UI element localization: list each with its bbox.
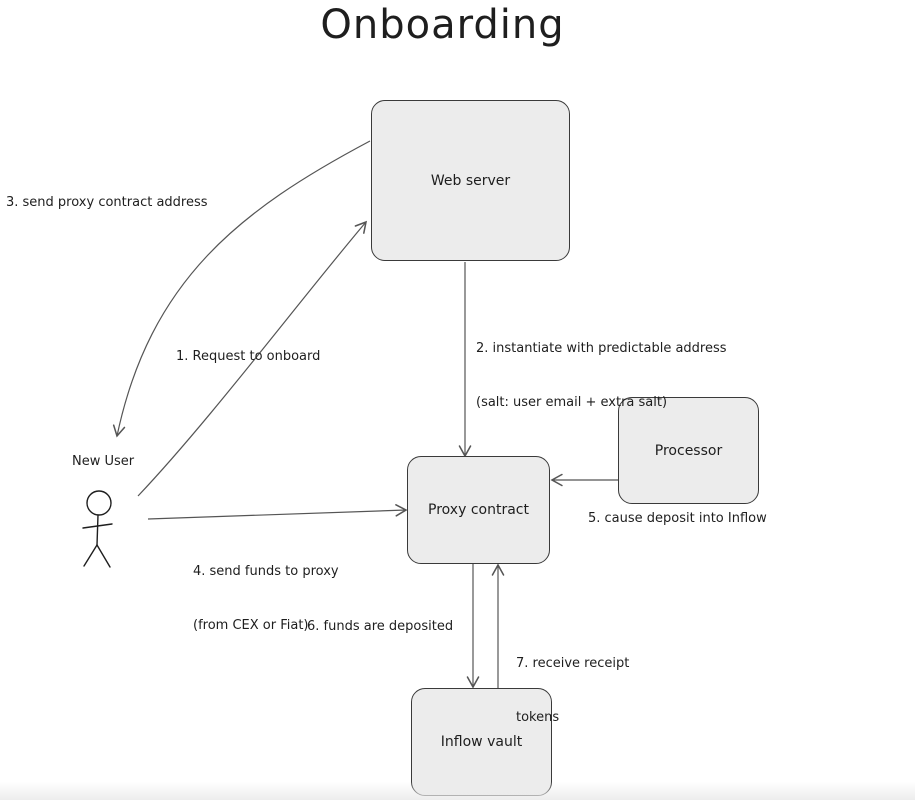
label-instantiate-line1: 2. instantiate with predictable address	[476, 341, 727, 356]
inflow-vault-label: Inflow vault	[440, 734, 523, 750]
processor-node[interactable]: Processor	[618, 397, 759, 504]
diagram-title: Onboarding	[320, 2, 565, 48]
edge-send-funds	[147, 504, 408, 520]
label-send-funds-line1: 4. send funds to proxy	[193, 564, 339, 579]
label-receive-receipt: 7. receive receipt tokens	[516, 619, 629, 763]
proxy-contract-node[interactable]: Proxy contract	[407, 456, 550, 564]
new-user-label: New User	[72, 454, 135, 469]
label-send-proxy-address: 3. send proxy contract address	[6, 195, 208, 210]
label-receive-receipt-line1: 7. receive receipt	[516, 656, 630, 671]
label-send-funds-line2: (from CEX or Fiat)	[193, 618, 309, 633]
label-instantiate: 2. instantiate with predictable address …	[476, 304, 727, 448]
web-server-label: Web server	[430, 172, 511, 189]
new-user-figure	[82, 490, 113, 568]
label-request-onboard: 1. Request to onboard	[176, 349, 321, 364]
edge-send-proxy-address	[112, 140, 371, 438]
proxy-contract-label: Proxy contract	[428, 502, 529, 518]
web-server-node[interactable]: Web server	[371, 100, 570, 261]
label-send-funds: 4. send funds to proxy (from CEX or Fiat…	[193, 527, 339, 671]
label-funds-deposited: 6. funds are deposited	[307, 619, 454, 634]
processor-label: Processor	[654, 442, 723, 459]
label-receive-receipt-line2: tokens	[516, 710, 560, 725]
label-cause-deposit: 5. cause deposit into Inflow	[588, 511, 767, 526]
edge-request-onboard	[137, 220, 368, 497]
label-instantiate-line2: (salt: user email + extra salt)	[476, 395, 668, 410]
inflow-vault-node[interactable]: Inflow vault	[411, 688, 552, 796]
